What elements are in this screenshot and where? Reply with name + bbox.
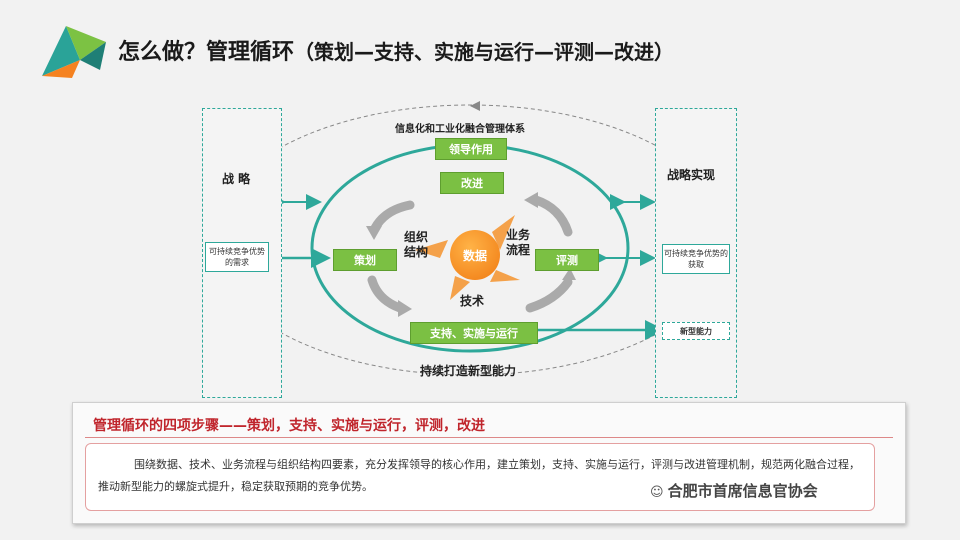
steps-panel: 管理循环的四项步骤——策划，支持、实施与运行，评测，改进 围绕数据、技术、业务流… [72, 402, 906, 524]
cycle-arrow-bottom-left [367, 275, 405, 313]
orange-blade-4 [450, 276, 470, 300]
watermark: ☺合肥市首席信息官协会 [650, 480, 818, 501]
orange-blade-2 [492, 215, 515, 250]
sustainable-advantage-need-box: 可持续竞争优势的需求 [205, 242, 269, 272]
cycle-arrow-top-left [370, 200, 415, 233]
implement-box: 支持、实施与运行 [410, 322, 538, 344]
logo-icon [42, 26, 106, 78]
data-circle: 数据 [450, 230, 500, 280]
steps-panel-text: 围绕数据、技术、业务流程与组织结构四要素，充分发挥领导的核心作用，建立策划，支持… [85, 443, 875, 511]
business-process-label: 业务流程 [506, 228, 534, 258]
leadership-box: 领导作用 [435, 138, 507, 160]
page-title: 怎么做？管理循环（策划—支持、实施与运行—评测—改进） [118, 34, 674, 66]
technology-label: 技术 [460, 294, 485, 308]
org-structure-text: 组织结构 [404, 230, 429, 259]
strategy-title: 战 略 [222, 172, 251, 186]
page-title-main: 怎么做？管理循环 [118, 40, 295, 65]
orange-blade-1 [415, 240, 448, 258]
new-capability-box: 新型能力 [662, 322, 730, 340]
evaluate-box: 评测 [535, 249, 599, 271]
steps-panel-divider [85, 437, 893, 438]
improve-box: 改进 [440, 172, 504, 194]
watermark-text: 合肥市首席信息官协会 [667, 482, 818, 500]
system-label: 信息化和工业化融合管理体系 [395, 124, 525, 135]
strategy-realization-title: 战略实现 [667, 168, 716, 182]
page-title-sub: （策划—支持、实施与运行—评测—改进） [294, 40, 675, 64]
continuous-capability-label: 持续打造新型能力 [420, 364, 517, 378]
sustainable-advantage-gain-box: 可持续竞争优势的获取 [662, 244, 730, 274]
orange-blade-3 [490, 270, 520, 282]
business-process-text: 业务流程 [506, 228, 531, 257]
org-structure-label: 组织结构 [404, 230, 432, 260]
plan-box: 策划 [333, 249, 397, 271]
cycle-arrow-top-right [531, 195, 573, 237]
wechat-icon: ☺ [650, 485, 664, 500]
steps-panel-title: 管理循环的四项步骤——策划，支持、实施与运行，评测，改进 [93, 418, 485, 434]
cycle-arrow-bottom-right [525, 277, 573, 313]
